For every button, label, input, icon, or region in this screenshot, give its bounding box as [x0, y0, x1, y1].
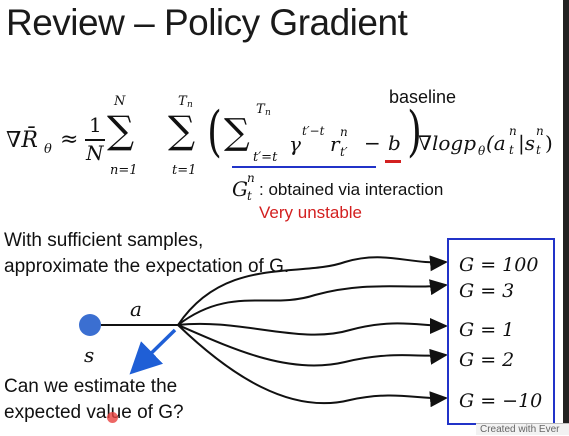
watermark-badge: Created with Ever: [476, 423, 569, 435]
return-value-1: G = 100: [459, 254, 539, 276]
inner-sum-symbol: ∑: [224, 112, 250, 153]
formula-lhs: ∇R̄: [6, 128, 38, 153]
close-paren-small: ): [545, 131, 553, 155]
sufficient-samples-line1: With sufficient samples,: [4, 230, 204, 251]
baseline-variable: b: [388, 131, 401, 155]
state-separator: |s: [518, 131, 536, 155]
trajectory-to-g2: [177, 324, 448, 367]
formula-lhs-sub: θ: [44, 142, 52, 157]
action-sub: t: [509, 143, 514, 157]
sum2-symbol: ∑: [168, 108, 196, 152]
minus-sign: −: [364, 131, 381, 155]
state-sub: t: [536, 143, 541, 157]
sum2-upper: T: [178, 94, 187, 109]
state-sup: n: [536, 124, 544, 138]
return-underline: [232, 166, 376, 168]
return-value-3: G = 1: [459, 319, 515, 341]
baseline-underline: [385, 160, 401, 163]
return-value-5: G = −10: [459, 390, 543, 412]
inner-sum-upper: T: [256, 102, 265, 117]
state-node: [79, 314, 101, 336]
sum2-lower: t=1: [172, 163, 197, 178]
reward-term: r: [330, 132, 340, 156]
return-value-4: G = 2: [459, 349, 515, 371]
sum1-lower: n=1: [110, 163, 138, 178]
trajectory-to-g3: [177, 279, 448, 326]
fraction-numerator: 1: [89, 113, 102, 137]
reward-sup: n: [340, 125, 348, 139]
state-label: s: [84, 343, 95, 367]
action-label: a: [130, 297, 142, 321]
fraction-bar: [85, 139, 105, 141]
reward-sub: t′: [340, 145, 348, 159]
fraction-denominator: N: [86, 141, 104, 165]
g-symbol: G: [232, 177, 248, 201]
sum2-upper-sub: n: [187, 100, 193, 110]
g-sub: t: [247, 189, 252, 203]
return-value-2: G = 3: [459, 280, 515, 302]
slide-title: Review – Policy Gradient: [6, 2, 408, 43]
g-sup: n: [247, 171, 255, 185]
trajectory-to-g1: [177, 317, 448, 336]
blue-estimate-arrow: [129, 328, 177, 375]
grad-log-term: ∇logp: [418, 131, 477, 155]
sufficient-samples-line2: approximate the expectation of G.: [4, 256, 290, 277]
trajectory-to-gneg10: [177, 324, 448, 408]
question-text: Can we estimate the expected value of G?: [4, 374, 184, 426]
window-edge-strip: [563, 0, 569, 435]
sum1-upper: N: [114, 94, 126, 109]
inner-sum-upper-sub: n: [265, 108, 271, 118]
inner-sum-lower: t′=t: [253, 150, 278, 165]
sum1-symbol: ∑: [107, 108, 135, 152]
gamma-term: γ: [289, 132, 301, 156]
very-unstable-label: Very unstable: [259, 203, 363, 222]
grad-log-sub: θ: [478, 144, 486, 158]
baseline-label: baseline: [389, 87, 457, 107]
action-term: (a: [486, 131, 506, 155]
formula-approx: ≈: [60, 127, 79, 152]
sufficient-samples-text: With sufficient samples, approximate the…: [4, 228, 289, 280]
gamma-exponent: t′−t: [302, 124, 325, 138]
open-paren: (: [207, 100, 222, 163]
close-paren-big: ): [407, 100, 422, 163]
pointer-indicator: [107, 412, 118, 423]
action-sup: n: [509, 124, 517, 138]
obtained-via-interaction: : obtained via interaction: [259, 180, 444, 199]
returns-box: G = 100 G = 3 G = 1 G = 2 G = −10: [447, 238, 555, 425]
question-line1: Can we estimate the: [4, 376, 178, 397]
question-line2: expected value of G?: [4, 402, 184, 423]
trajectory-to-g100: [177, 255, 448, 326]
